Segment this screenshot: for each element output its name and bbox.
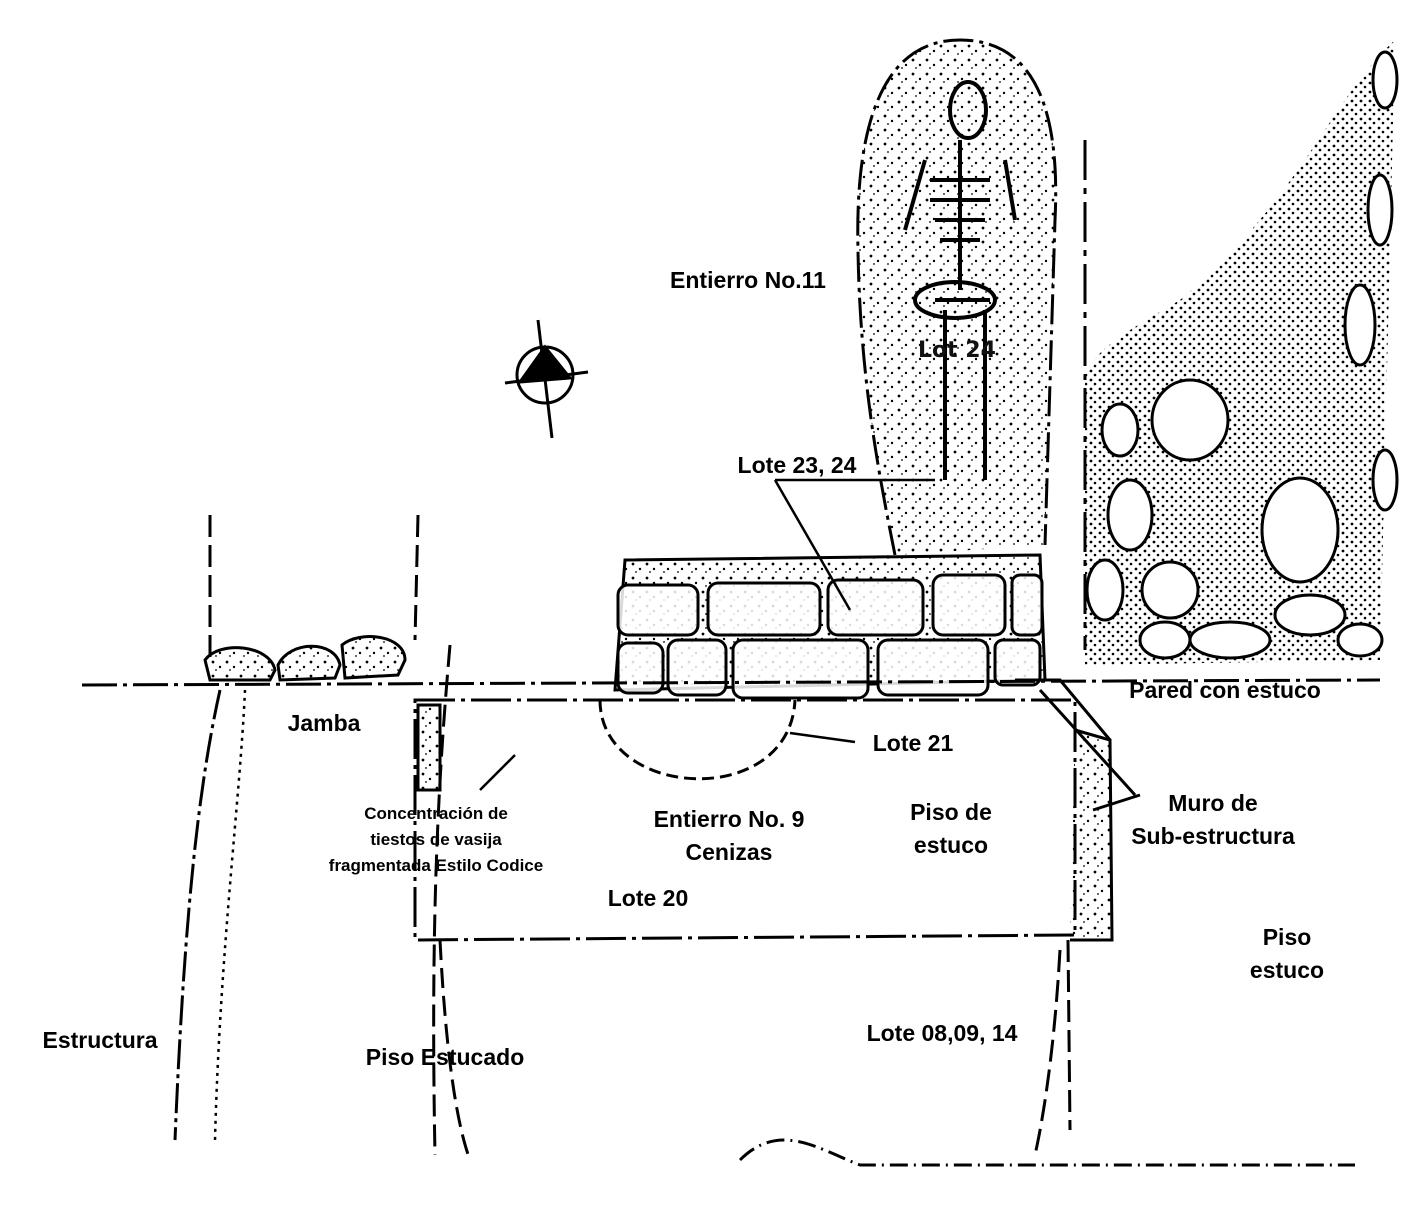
label-lote-08-09-14: Lote 08,09, 14 — [866, 1020, 1018, 1046]
label-lote-20: Lote 20 — [607, 885, 689, 911]
muro-line2: Sub-estructura — [1131, 823, 1295, 849]
burial-11-pit — [856, 38, 1058, 556]
piso-de-estuco-line1: Piso de — [910, 799, 992, 825]
leader-lines — [479, 478, 935, 791]
wall-stones — [1085, 50, 1399, 660]
skeleton — [903, 80, 1017, 480]
label-jamba: Jamba — [287, 710, 361, 736]
entierro-9-line2: Cenizas — [685, 839, 773, 865]
piso-estuco-line1: Piso — [1262, 924, 1312, 950]
sub-structure-wall — [1070, 728, 1114, 942]
muro-line1: Muro de — [1168, 790, 1258, 816]
jamb-stones — [203, 635, 407, 682]
concentracion-line3: fragmentada Estilo Codice — [328, 856, 544, 875]
burial-9-pit — [598, 699, 797, 781]
structure-wall — [173, 689, 222, 1141]
label-pared-con-estuco: Pared con estuco — [1129, 677, 1321, 703]
label-concentracion-tiestos: Concentración de tiestos de vasija fragmen… — [329, 801, 543, 879]
piso-de-estuco-line2: estuco — [913, 832, 989, 858]
label-piso-estuco: Piso estuco — [1250, 921, 1324, 987]
label-piso-estucado: Piso Estucado — [365, 1044, 525, 1070]
concentracion-line1: Concentración de — [364, 804, 508, 823]
room-outline — [413, 698, 1077, 942]
label-entierro-9: Entierro No. 9 Cenizas — [654, 803, 805, 869]
label-entierro-11: Entierro No.11 — [670, 267, 826, 293]
north-arrow-icon — [504, 319, 589, 439]
section-line — [81, 678, 1381, 687]
label-estructura: Estructura — [42, 1027, 158, 1053]
entierro-9-line1: Entierro No. 9 — [653, 806, 805, 832]
concentracion-line2: tiestos de vasija — [370, 830, 502, 849]
label-lote-23-24: Lote 23, 24 — [737, 452, 857, 478]
handwritten-lot-label: Lot 24 — [918, 338, 996, 363]
label-lote-21: Lote 21 — [872, 730, 954, 756]
label-muro-sub-estructura: Muro de Sub-estructura — [1131, 787, 1295, 853]
label-piso-de-estuco: Piso de estuco — [910, 796, 992, 862]
piso-estuco-line2: estuco — [1249, 957, 1325, 983]
